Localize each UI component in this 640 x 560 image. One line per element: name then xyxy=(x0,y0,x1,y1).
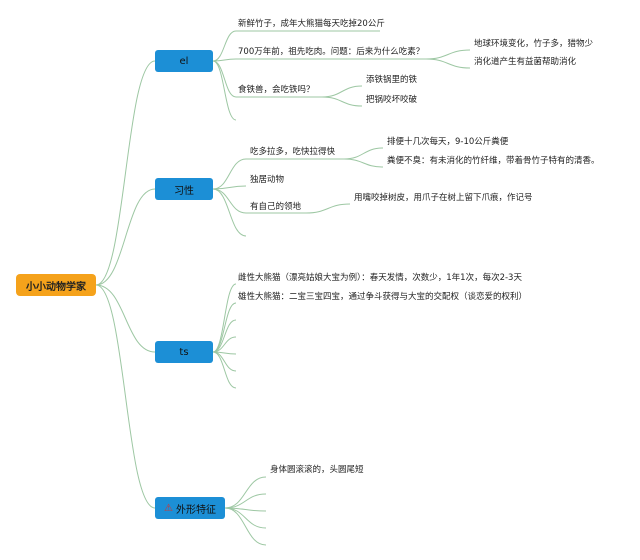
branch-connector xyxy=(224,476,267,509)
branch-connector xyxy=(212,188,247,237)
leaf-subitem[interactable]: 排便十几次每天，9-10公斤粪便 xyxy=(387,137,509,147)
warning-icon: ⚠ xyxy=(164,502,173,514)
leaf-item[interactable]: 700万年前，祖先吃肉。问题：后来为什么吃素？ xyxy=(238,47,425,57)
leaf-item[interactable]: 独居动物 xyxy=(250,175,285,185)
branch-connector xyxy=(212,319,237,353)
leaf-subitem[interactable]: 用嘴咬掉树皮，用爪子在树上留下爪痕，作记号 xyxy=(354,193,533,203)
root-connector xyxy=(95,284,156,509)
branch-node-habits[interactable]: 习性 xyxy=(155,178,213,200)
branch-connector xyxy=(212,188,247,214)
sub-connector xyxy=(305,203,351,214)
branch-node-el[interactable]: el xyxy=(155,50,213,72)
branch-connector xyxy=(212,302,237,353)
leaf-item[interactable]: 身体圆滚滚的，头圆尾短 xyxy=(270,465,364,475)
sub-connector xyxy=(321,96,363,107)
root-connector xyxy=(95,284,156,353)
root-connector xyxy=(95,188,156,286)
branch-connector xyxy=(212,283,237,353)
leaf-item[interactable]: 食铁兽，会吃铁吗？ xyxy=(238,85,315,95)
branch-connector xyxy=(224,507,267,546)
branch-connector xyxy=(212,351,237,389)
root-node[interactable]: 小小动物学家 xyxy=(16,274,96,296)
branch-connector xyxy=(212,351,237,372)
leaf-item[interactable]: 吃多拉多，吃快拉得快 xyxy=(250,147,336,157)
sub-connector xyxy=(321,85,363,98)
branch-connector xyxy=(212,30,237,62)
leaf-item[interactable]: 新鲜竹子，成年大熊猫每天吃掉20公斤 xyxy=(238,19,385,29)
leaf-item[interactable]: 雌性大熊猫（漂亮姑娘大宝为例）：春天发情，次数少，1年1次，每次2-3天 xyxy=(238,273,522,283)
sub-connector xyxy=(343,158,384,168)
branch-connector xyxy=(212,158,247,190)
branch-label: el xyxy=(179,55,189,67)
leaf-item[interactable]: 雄性大熊猫：二宝三宝四宝，通过争斗获得与大宝的交配权（谈恋爱的权利） xyxy=(238,292,528,302)
branch-connector xyxy=(212,58,237,62)
leaf-subitem[interactable]: 地球环境变化，竹子多，猎物少 xyxy=(474,39,594,49)
leaf-subitem[interactable]: 消化道产生有益菌帮助消化 xyxy=(474,57,577,67)
sub-connector xyxy=(425,49,471,60)
leaf-subitem[interactable]: 把锅咬坏咬破 xyxy=(366,95,418,105)
branch-label: ts xyxy=(179,346,189,358)
leaf-subitem[interactable]: 粪便不臭：有未消化的竹纤维，带着骨竹子特有的清香。 xyxy=(387,156,600,166)
leaf-subitem[interactable]: 添铁锅里的铁 xyxy=(366,75,418,85)
branch-node-appearance[interactable]: ⚠ 外形特征 xyxy=(155,497,225,519)
branch-label: 外形特征 xyxy=(175,504,216,516)
sub-connector xyxy=(343,147,384,160)
branch-connector xyxy=(212,60,237,121)
branch-label: 习性 xyxy=(174,185,194,197)
root-label: 小小动物学家 xyxy=(26,281,86,293)
leaf-item[interactable]: 有自己的领地 xyxy=(250,202,302,212)
branch-connector xyxy=(224,493,267,509)
sub-connector xyxy=(425,58,471,69)
branch-node-ts[interactable]: ts xyxy=(155,341,213,363)
branch-connector xyxy=(212,185,247,190)
root-connector xyxy=(95,60,156,286)
